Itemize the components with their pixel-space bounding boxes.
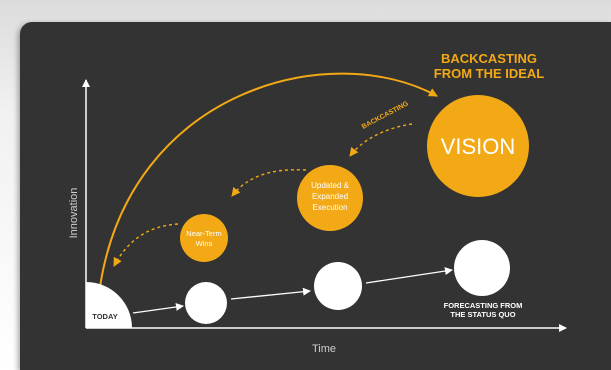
forecast-arrow-1 — [132, 303, 184, 314]
forecast-bubble-medium — [314, 262, 362, 310]
execution-label-line-1: Updated & — [311, 181, 349, 190]
near-term-wins-line-1: Near-Term — [186, 229, 221, 238]
execution-label-line-3: Execution — [312, 203, 347, 212]
near-term-wins-bubble — [180, 214, 228, 262]
dashed-arrow-wins-to-today — [113, 223, 179, 267]
backcasting-diagram: Innovation Time BACKCASTING BACKCASTING … — [68, 51, 567, 355]
execution-bubble — [297, 165, 363, 231]
backcasting-arc-arrow — [99, 72, 438, 288]
dashed-arrow-execution-to-wins — [231, 169, 307, 197]
forecasting-line-1: FORECASTING FROM — [444, 301, 523, 310]
backcasting-arrow-label: BACKCASTING — [361, 100, 410, 131]
heading-line-1: BACKCASTING — [441, 51, 537, 66]
forecast-arrow-2 — [230, 287, 311, 300]
dashed-arrow-vision-to-execution — [349, 123, 413, 157]
y-axis-label: Innovation — [68, 188, 80, 239]
today-label: TODAY — [92, 312, 117, 321]
today-marker — [86, 282, 132, 328]
x-axis-label: Time — [312, 343, 336, 355]
forecast-arrow-3 — [365, 267, 453, 284]
near-term-wins-line-2: Wins — [196, 239, 213, 248]
heading-line-2: FROM THE IDEAL — [434, 66, 545, 81]
forecasting-line-2: THE STATUS QUO — [450, 310, 515, 319]
vision-label: VISION — [441, 134, 516, 159]
diagram-panel: Innovation Time BACKCASTING BACKCASTING … — [20, 22, 611, 370]
forecast-bubble-small — [185, 282, 227, 324]
vision-bubble — [427, 95, 529, 197]
forecast-bubble-large — [454, 240, 510, 296]
execution-label-line-2: Expanded — [312, 192, 348, 201]
